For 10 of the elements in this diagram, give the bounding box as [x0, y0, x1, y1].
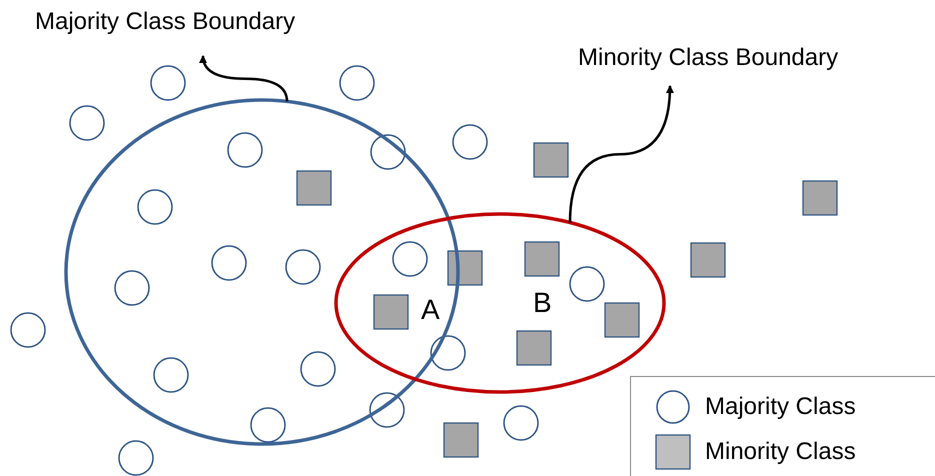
leader-arrow [200, 55, 288, 102]
leader-arrow [568, 85, 674, 223]
boundary-label: Minority Class Boundary [578, 44, 838, 72]
class-boundary-ellipse [334, 212, 666, 394]
class-boundary-ellipse [64, 98, 460, 446]
region-label: B [533, 287, 552, 319]
legend-label: Minority Class [705, 438, 856, 466]
boundary-label: Majority Class Boundary [35, 8, 296, 36]
legend-label: Majority Class [705, 393, 856, 421]
region-label: A [421, 294, 440, 326]
